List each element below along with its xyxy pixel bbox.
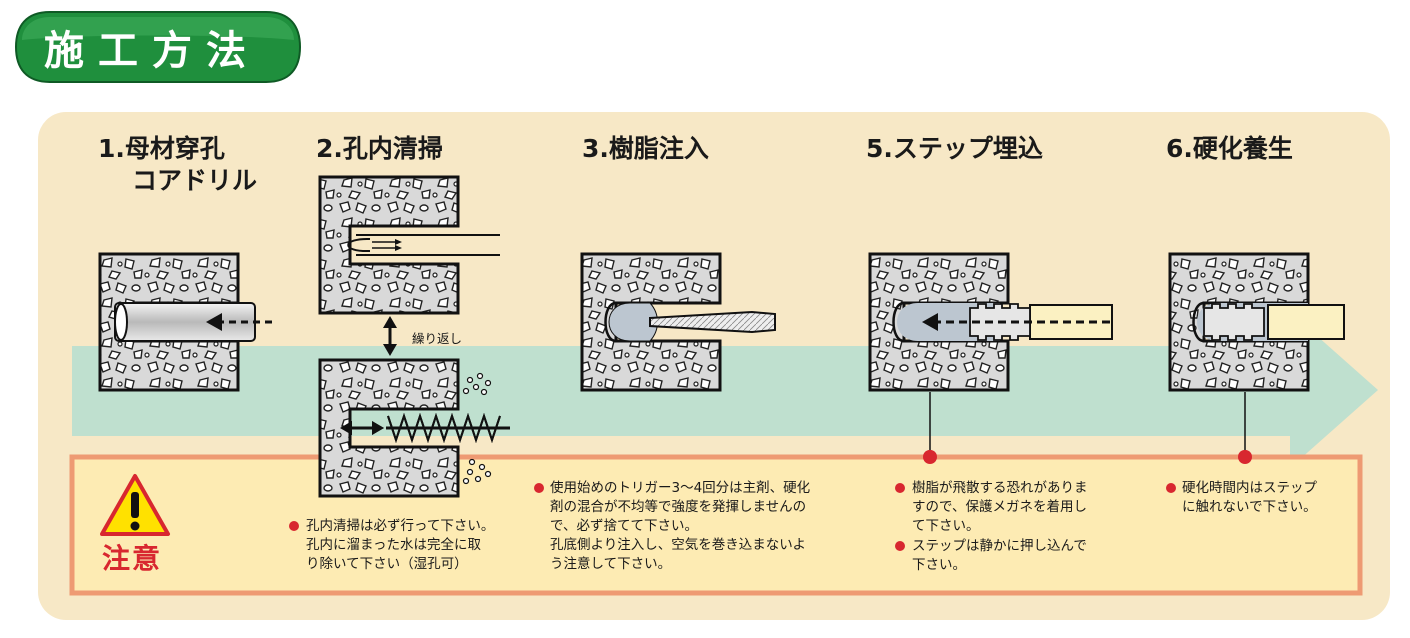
- caution-note-box: [69, 454, 1363, 596]
- note-line: 孔内に溜まった水は完全に取: [306, 537, 481, 553]
- step6-concrete-block: [1168, 252, 1345, 464]
- note-line: 使用始めのトリガー3〜4回分は主剤、硬化: [550, 480, 811, 496]
- note-line: に触れないで下さい。: [1182, 499, 1317, 515]
- step2-label: 2.孔内清掃: [316, 134, 443, 163]
- step3-label: 3.樹脂注入: [582, 134, 709, 163]
- repeat-label: 繰り返し: [412, 331, 463, 346]
- note-line: で、必ず捨てて下さい。: [550, 518, 698, 534]
- step1-concrete-block: [98, 252, 272, 392]
- note-line: 硬化時間内はステップ: [1182, 480, 1317, 496]
- step2-note: 孔内清掃は必ず行って下さい。 孔内に溜まった水は完全に取 り除いて下さい（湿孔可…: [306, 517, 494, 574]
- note-line: 孔内清掃は必ず行って下さい。: [306, 518, 495, 534]
- repeat-arrow: [383, 316, 397, 356]
- step6-label: 6.硬化養生: [1166, 134, 1293, 163]
- step5-note-b: ステップは静かに押し込んで 下さい。: [912, 537, 1087, 575]
- step3-note: 使用始めのトリガー3〜4回分は主剤、硬化 剤の混合が不均等で強度を発揮しませんの…: [550, 479, 810, 574]
- note-line: り除いて下さい（湿孔可）: [306, 556, 468, 572]
- step2-concrete-block-blow: [318, 175, 500, 315]
- note-line: すので、保護メガネを着用し: [912, 499, 1087, 515]
- title-badge: [14, 11, 302, 83]
- note-line: う注意して下さい。: [550, 556, 672, 572]
- note-line: 孔底側より注入し、空気を巻き込まないよ: [550, 537, 806, 553]
- step1-sublabel: コアドリル: [132, 166, 258, 195]
- note-line: て下さい。: [912, 518, 980, 534]
- caution-label: 注意: [102, 542, 163, 575]
- step5-label: 5.ステップ埋込: [866, 134, 1043, 163]
- step5-note-a: 樹脂が飛散する恐れがありま すので、保護メガネを着用し て下さい。: [912, 479, 1088, 536]
- page-title: 施工方法: [44, 28, 260, 74]
- note-bullets: [289, 483, 1176, 551]
- note-line: 剤の混合が不均等で強度を発揮しませんの: [550, 499, 807, 515]
- step5-concrete-block: [868, 252, 1113, 464]
- note-line: ステップは静かに押し込んで: [912, 538, 1087, 554]
- note-line: 下さい。: [912, 557, 966, 573]
- step6-note: 硬化時間内はステップ に触れないで下さい。: [1182, 479, 1317, 517]
- step1-label: 1.母材穿孔: [98, 134, 225, 163]
- warning-triangle-icon: [100, 474, 170, 536]
- step3-concrete-block: [580, 252, 776, 392]
- note-line: 樹脂が飛散する恐れがありま: [912, 480, 1088, 496]
